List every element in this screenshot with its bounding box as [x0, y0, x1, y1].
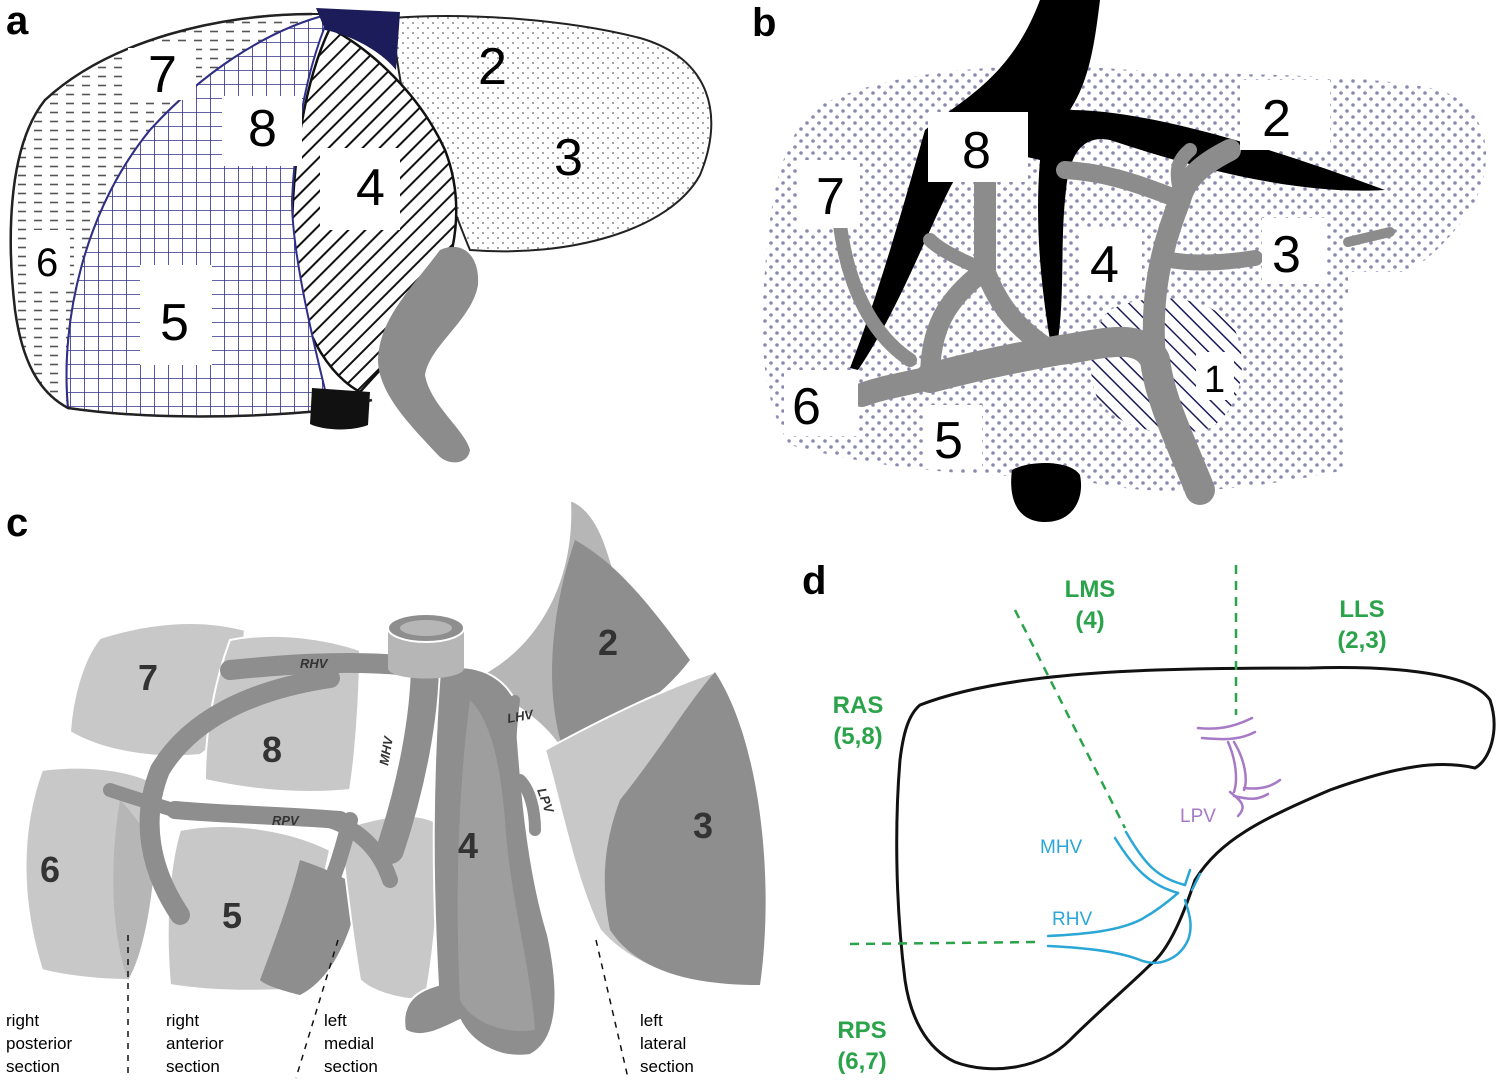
segment-label: 7: [816, 168, 845, 226]
segment-label: 3: [693, 805, 713, 846]
panel-letter-d: d: [802, 559, 826, 603]
label-box: [784, 370, 858, 436]
vein-label-lpv: LPV: [1180, 806, 1216, 827]
segment-label: 4: [458, 825, 478, 866]
section-label-right-anterior: right anterior section: [166, 1011, 224, 1076]
segment-label: 8: [262, 729, 282, 770]
section-label-line: posterior: [6, 1034, 72, 1053]
ivc-lumen-c: [400, 620, 452, 636]
portal-vein-a: [378, 246, 479, 463]
segment-label: 7: [138, 657, 158, 698]
region-label-lls-segments: (2,3): [1337, 627, 1386, 654]
region-label-ras-segments: (5,8): [833, 723, 882, 750]
ivc-bottom: [310, 388, 370, 430]
panel-a: a 7 8 2 3 4 6 5: [6, 0, 713, 463]
label-box: [1240, 80, 1330, 150]
label-box: [1262, 218, 1326, 284]
hepatic-veins-b: [850, 0, 1385, 370]
label-box: [30, 230, 70, 288]
region-label-rps: RPS: [837, 1017, 886, 1044]
panel-letter-a: a: [6, 0, 29, 43]
section-divider: [595, 939, 629, 1079]
panel-letter-b: b: [752, 1, 776, 45]
section-label-right-posterior: right posterior section: [6, 1011, 72, 1076]
section-label-line: right: [166, 1011, 199, 1030]
section-label-left-medial: left medial section: [324, 1011, 378, 1076]
ivc-top: [316, 8, 400, 70]
segment-label: 3: [554, 129, 583, 187]
segment-label: 4: [1090, 236, 1119, 294]
boundary-line: [849, 940, 1041, 946]
portal-tree-b: [833, 139, 1395, 505]
boundary-line: [1013, 609, 1127, 829]
segment-label: 6: [36, 241, 58, 285]
label-box: [320, 148, 400, 230]
vessel-label-rhv: RHV: [300, 656, 329, 671]
section-label-line: lateral: [640, 1034, 686, 1053]
section-divider: [295, 939, 339, 1079]
section-label-left-lateral: left lateral section: [640, 1011, 694, 1076]
blank-area: [1348, 272, 1500, 492]
panel-d: d LMS (4) LLS (2,3): [802, 559, 1496, 1075]
lobe-segment-4-face: [457, 700, 535, 1031]
region-label-lms-segments: (4): [1075, 607, 1104, 634]
segment-label: 2: [1262, 90, 1291, 148]
region-label-lms: LMS: [1065, 576, 1116, 603]
segment-label: 5: [934, 412, 963, 470]
vessels-c: [103, 646, 541, 925]
section-label-line: section: [324, 1057, 378, 1076]
panel-b: b 8 2 7 4 3: [752, 0, 1500, 522]
label-box: [140, 265, 212, 365]
section-label-line: left: [324, 1011, 347, 1030]
segment-label: 2: [598, 622, 618, 663]
vein-label-rhv: RHV: [1052, 909, 1092, 930]
segment-label: 5: [160, 294, 189, 352]
section-label-line: left: [640, 1011, 663, 1030]
segment-label: 6: [792, 378, 821, 436]
segment-label: 2: [478, 38, 507, 96]
label-box: [1080, 228, 1142, 294]
panel-letter-c: c: [6, 501, 28, 545]
region-label-ras: RAS: [833, 692, 884, 719]
segment-label: 1: [1204, 359, 1225, 401]
lobe-segment-5-face: [260, 860, 360, 995]
label-box: [798, 160, 860, 228]
hepatic-veins-d: [1046, 830, 1202, 965]
segment-label: 5: [222, 895, 242, 936]
label-box: [924, 405, 982, 467]
ivc-b: [1011, 463, 1082, 522]
segment-label: 4: [356, 159, 385, 217]
vessel-label-lhv: LHV: [506, 706, 536, 726]
segment-label: 7: [148, 46, 177, 104]
region-label-lls: LLS: [1339, 596, 1384, 623]
liver-outline-a: [9, 12, 373, 418]
liver-outline-d: [895, 666, 1496, 1071]
portal-vein-d: [1196, 716, 1282, 818]
segment-label: 3: [1272, 226, 1301, 284]
label-box: [128, 48, 196, 100]
segment-label: 8: [248, 100, 277, 158]
vein-label-mhv: MHV: [1040, 837, 1083, 858]
region-label-rps-segments: (6,7): [837, 1048, 886, 1075]
label-box: [222, 96, 302, 166]
section-label-line: right: [6, 1011, 39, 1030]
vessel-label-rpv: RPV: [272, 813, 300, 828]
segment-label: 6: [40, 849, 60, 890]
lobe-segment-3-face: [604, 672, 766, 985]
label-box: [1196, 352, 1234, 400]
vessel-label-mhv: MHV: [376, 734, 396, 766]
lobe-segment-2-face: [552, 540, 690, 755]
section-label-line: medial: [324, 1034, 374, 1053]
segment-label: 8: [962, 122, 991, 180]
section-label-line: section: [6, 1057, 60, 1076]
section-label-line: section: [166, 1057, 220, 1076]
panel-c: c: [6, 498, 767, 1079]
section-label-line: section: [640, 1057, 694, 1076]
label-box: [928, 112, 1028, 182]
section-label-line: anterior: [166, 1034, 224, 1053]
